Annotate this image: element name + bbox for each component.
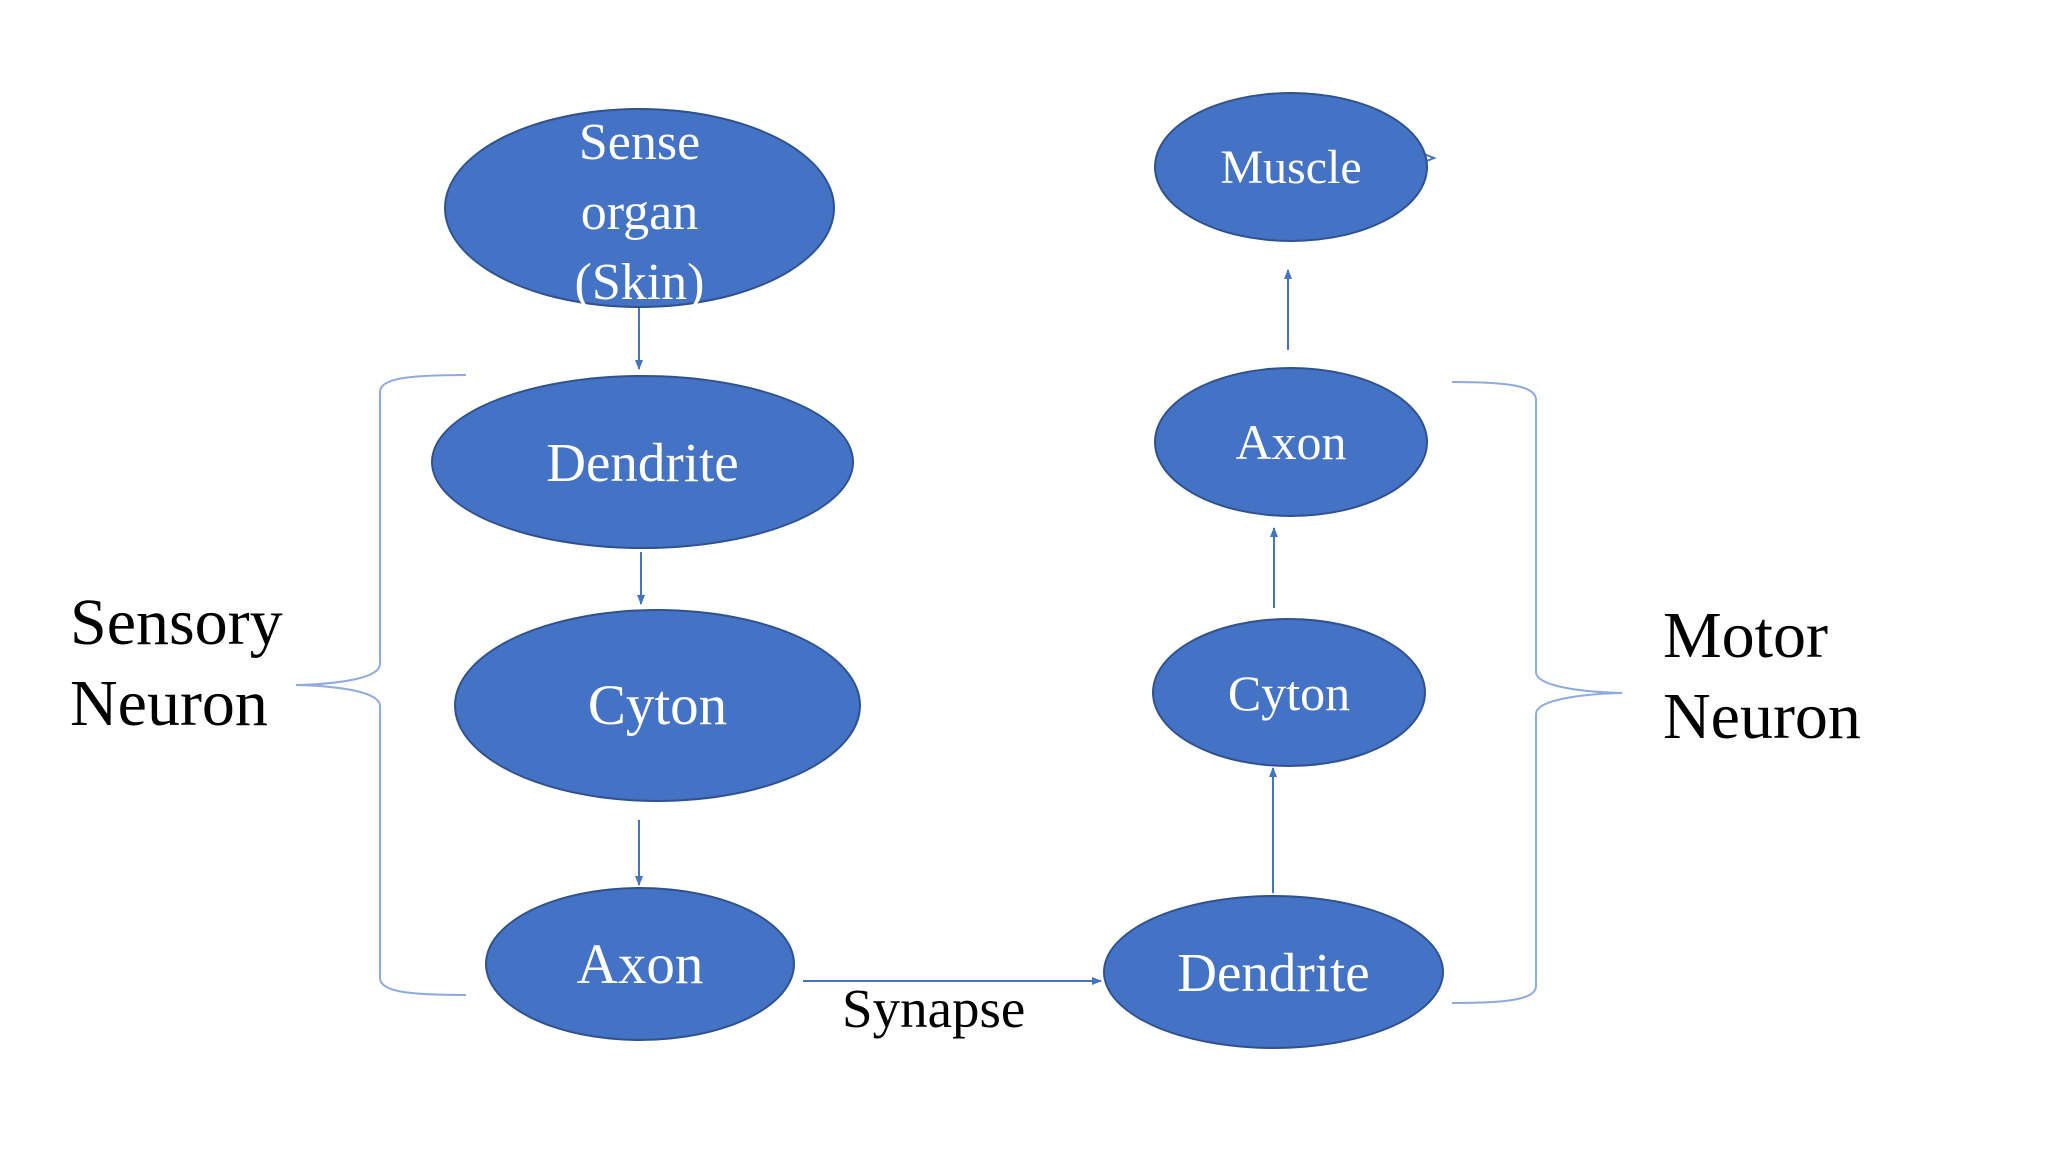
muscle-label: Muscle <box>1220 140 1362 194</box>
motor-dendrite-node: Dendrite <box>1103 895 1444 1049</box>
sensory-dendrite-node: Dendrite <box>431 375 854 549</box>
sensory-cyton-node: Cyton <box>454 609 861 802</box>
sense-organ-label: Sense organ (Skin) <box>574 114 705 311</box>
muscle-node: Muscle <box>1154 92 1428 242</box>
sensory-cyton-label: Cyton <box>587 674 728 737</box>
sense-organ-node: Sense organ (Skin) <box>444 108 835 311</box>
motor-axon-node: Axon <box>1154 367 1428 517</box>
sensory-axon-label: Axon <box>576 932 704 996</box>
motor-cyton-label: Cyton <box>1227 664 1351 721</box>
motor-neuron-brace <box>1451 381 1623 1004</box>
synapse-label: Synapse <box>842 978 1026 1039</box>
motor-dendrite-label: Dendrite <box>1177 941 1370 1003</box>
sensory-axon-node: Axon <box>485 887 795 1041</box>
sensory-dendrite-label: Dendrite <box>546 431 739 493</box>
motor-axon-label: Axon <box>1235 414 1347 470</box>
sensory-neuron-label: Sensory Neuron <box>70 586 283 740</box>
motor-neuron-label: Motor Neuron <box>1663 599 1861 753</box>
sensory-neuron-brace <box>295 374 467 996</box>
motor-cyton-node: Cyton <box>1152 618 1426 767</box>
